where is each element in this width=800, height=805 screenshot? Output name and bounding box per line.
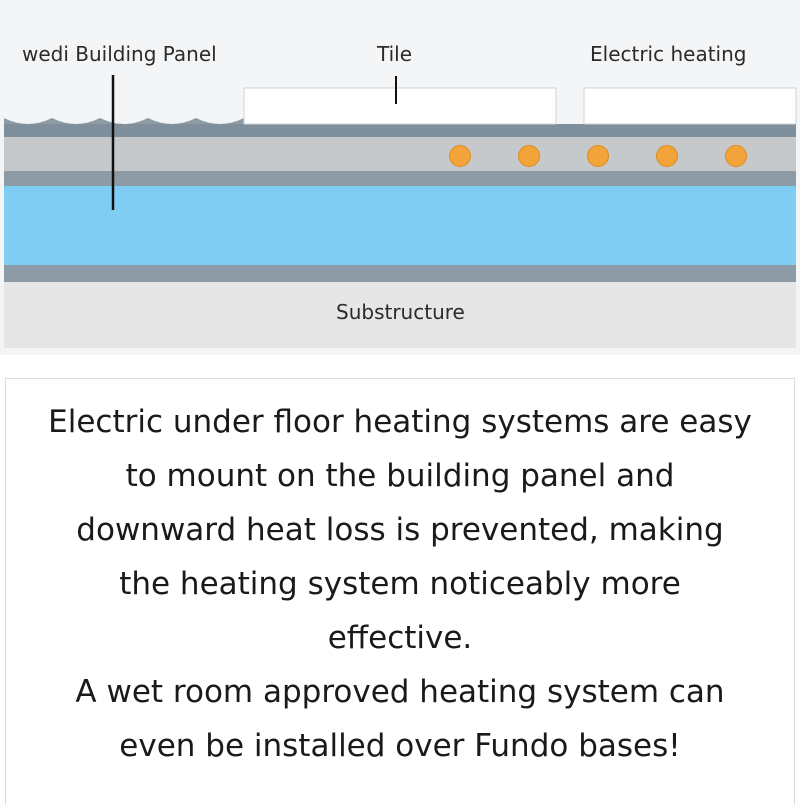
floor-cross-section-diagram: wedi Building Panel Tile Electric heatin… — [0, 0, 800, 355]
tile-left — [243, 87, 557, 125]
insulation-core-layer — [4, 186, 796, 265]
label-tile: Tile — [377, 42, 413, 66]
top-strip-layer — [4, 124, 796, 137]
label-substructure: Substructure — [336, 300, 465, 324]
heating-cable — [656, 145, 678, 167]
heating-cable — [587, 145, 609, 167]
heating-cables-group — [449, 145, 747, 167]
heating-cable — [518, 145, 540, 167]
heating-cable — [449, 145, 471, 167]
cross-section-svg — [4, 75, 797, 348]
scalloped-edge — [4, 118, 244, 124]
heating-cable — [725, 145, 747, 167]
bottom-strip-layer — [4, 265, 796, 282]
label-electric-heating: Electric heating — [590, 42, 747, 66]
substructure-layer — [4, 282, 796, 348]
tile-right — [583, 87, 797, 125]
caption-box: Electric under floor heating systems are… — [5, 378, 795, 805]
caption-paragraph-2: A wet room approved heating system can e… — [75, 674, 725, 764]
caption-paragraph-1: Electric under floor heating systems are… — [48, 404, 752, 656]
label-wedi-building-panel: wedi Building Panel — [22, 42, 217, 66]
caption-text: Electric under floor heating systems are… — [6, 395, 794, 773]
upper-strip-layer — [4, 171, 796, 186]
